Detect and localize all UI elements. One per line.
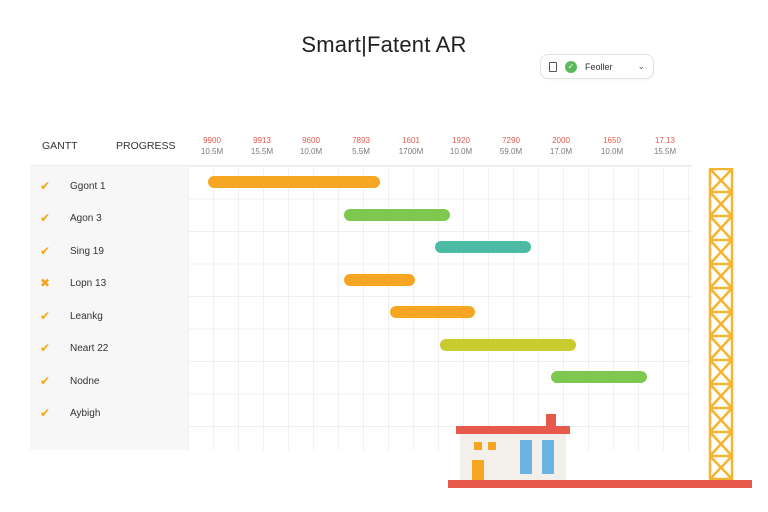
gantt-bar[interactable] bbox=[389, 306, 476, 319]
time-column: 1920 10.0M bbox=[441, 135, 481, 157]
task-list: ✔ Ggont 1 ✔ Agon 3 ✔ Sing 19 ✖ Lopn 13 ✔… bbox=[30, 166, 188, 450]
gantt-bar[interactable] bbox=[208, 176, 380, 189]
user-menu-button[interactable]: ✓ Feoller ⌄ bbox=[540, 54, 654, 79]
time-label-bottom: 1700M bbox=[398, 147, 424, 156]
time-column: 2000 17.0M bbox=[541, 135, 581, 157]
check-icon: ✔ bbox=[40, 244, 51, 258]
time-column: 1650 10.0M bbox=[592, 135, 632, 157]
user-name: Feoller bbox=[585, 61, 613, 72]
time-label-top: 1920 bbox=[452, 136, 470, 145]
time-column: 17.13 15.5M bbox=[645, 135, 685, 157]
time-label-top: 1650 bbox=[603, 136, 621, 145]
time-column: 7290 59.0M bbox=[491, 135, 531, 157]
time-label-top: 7290 bbox=[502, 136, 520, 145]
time-label-bottom: 59.0M bbox=[499, 147, 523, 156]
column-header-gantt[interactable]: GANTT bbox=[42, 140, 78, 152]
check-avatar-icon: ✓ bbox=[565, 60, 577, 73]
chevron-down-icon[interactable]: ⌄ bbox=[637, 61, 645, 71]
task-row[interactable]: ✔ Neart 22 bbox=[30, 332, 188, 364]
task-row[interactable]: ✔ Leankg bbox=[30, 300, 188, 332]
check-icon: ✔ bbox=[40, 406, 51, 420]
time-column: 9600 10.0M bbox=[291, 135, 331, 157]
task-row[interactable]: ✔ Sing 19 bbox=[30, 235, 188, 267]
time-label-bottom: 5.5M bbox=[352, 147, 370, 156]
gantt-bar[interactable] bbox=[550, 371, 647, 384]
task-row[interactable]: ✔ Ggont 1 bbox=[30, 170, 188, 202]
time-label-top: 9600 bbox=[302, 136, 320, 145]
task-name: Aybigh bbox=[70, 407, 101, 419]
cross-icon: ✖ bbox=[40, 276, 51, 290]
gantt-bar[interactable] bbox=[434, 241, 531, 254]
check-icon: ✔ bbox=[40, 179, 51, 193]
task-row[interactable]: ✔ Agon 3 bbox=[30, 202, 188, 234]
task-name: Nodne bbox=[70, 375, 100, 387]
check-icon: ✔ bbox=[40, 211, 51, 225]
gantt-chart: GANTT PROGRESS 9900 10.5M 9913 15.5M 960… bbox=[30, 126, 692, 450]
time-label-bottom: 15.5M bbox=[653, 147, 677, 156]
task-name: Ggont 1 bbox=[70, 180, 106, 192]
page-title: Smart|Fatent AR bbox=[301, 32, 467, 57]
check-icon: ✔ bbox=[40, 374, 51, 388]
task-name: Sing 19 bbox=[70, 245, 104, 257]
time-label-top: 9913 bbox=[253, 136, 271, 145]
time-label-bottom: 10.0M bbox=[600, 147, 624, 156]
crane-tower-illustration bbox=[708, 168, 734, 480]
ground-line bbox=[448, 480, 752, 488]
time-label-top: 2000 bbox=[552, 136, 570, 145]
window-small bbox=[474, 442, 482, 450]
roof bbox=[456, 426, 570, 434]
window-tall bbox=[520, 440, 532, 474]
time-column: 9913 15.5M bbox=[242, 135, 282, 157]
timeline-grid bbox=[188, 166, 692, 450]
gantt-header: GANTT PROGRESS 9900 10.5M 9913 15.5M 960… bbox=[30, 126, 692, 166]
task-name: Neart 22 bbox=[70, 342, 109, 354]
window-small bbox=[488, 442, 496, 450]
task-name: Leankg bbox=[70, 310, 103, 322]
time-column: 7893 5.5M bbox=[341, 135, 381, 157]
check-icon: ✔ bbox=[40, 341, 51, 355]
check-icon: ✔ bbox=[40, 309, 51, 323]
task-row[interactable]: ✔ Aybigh bbox=[30, 397, 188, 429]
device-icon bbox=[549, 61, 557, 72]
window-tall bbox=[542, 440, 554, 474]
task-row[interactable]: ✖ Lopn 13 bbox=[30, 267, 188, 299]
task-name: Agon 3 bbox=[70, 212, 102, 224]
gantt-bar[interactable] bbox=[344, 208, 451, 221]
time-label-bottom: 10.5M bbox=[200, 147, 224, 156]
time-label-top: 7893 bbox=[352, 136, 370, 145]
time-label-top: 1601 bbox=[402, 136, 420, 145]
chimney bbox=[546, 414, 556, 426]
column-header-progress[interactable]: PROGRESS bbox=[116, 140, 176, 152]
time-label-bottom: 15.5M bbox=[250, 147, 274, 156]
gantt-bar[interactable] bbox=[344, 273, 415, 286]
time-label-top: 9900 bbox=[203, 136, 221, 145]
house-door bbox=[472, 460, 484, 480]
house-illustration bbox=[448, 414, 752, 488]
time-label-bottom: 10.0M bbox=[449, 147, 473, 156]
task-name: Lopn 13 bbox=[70, 277, 107, 289]
time-label-bottom: 17.0M bbox=[549, 147, 573, 156]
time-column: 9900 10.5M bbox=[192, 135, 232, 157]
time-label-bottom: 10.0M bbox=[299, 147, 323, 156]
task-row[interactable]: ✔ Nodne bbox=[30, 365, 188, 397]
time-label-top: 17.13 bbox=[654, 136, 676, 145]
gantt-bar[interactable] bbox=[440, 338, 577, 351]
time-column: 1601 1700M bbox=[391, 135, 431, 157]
